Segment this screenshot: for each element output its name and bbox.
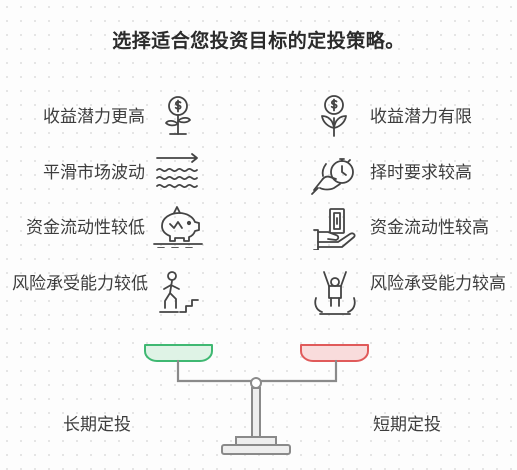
long-term-label: 长期定投: [63, 415, 131, 435]
right-label-2: 择时要求较高: [370, 163, 472, 183]
left-label-4: 风险承受能力较低: [12, 274, 148, 294]
left-label-2: 平滑市场波动: [43, 163, 145, 183]
left-label-3: 资金流动性较低: [26, 218, 145, 238]
right-pan: [300, 344, 369, 362]
short-term-label: 短期定投: [373, 415, 441, 435]
waves-icon: [154, 152, 204, 192]
money-flower-icon: [314, 94, 354, 138]
left-pan: [144, 344, 213, 362]
right-label-1: 收益潜力有限: [370, 107, 472, 127]
person-climbing-stairs-icon: [158, 270, 200, 316]
money-plant-icon: [158, 94, 198, 138]
right-label-3: 资金流动性较高: [370, 218, 489, 238]
scale-pillar: [221, 377, 291, 455]
piggy-bank-icon: [152, 204, 204, 248]
hand-stopwatch-icon: [310, 150, 358, 196]
left-label-1: 收益潜力更高: [43, 107, 145, 127]
hand-cash-icon: [312, 206, 358, 250]
person-arms-up-icon: [312, 268, 358, 318]
page-title: 选择适合您投资目标的定投策略。: [112, 30, 405, 52]
right-label-4: 风险承受能力较高: [370, 274, 506, 294]
